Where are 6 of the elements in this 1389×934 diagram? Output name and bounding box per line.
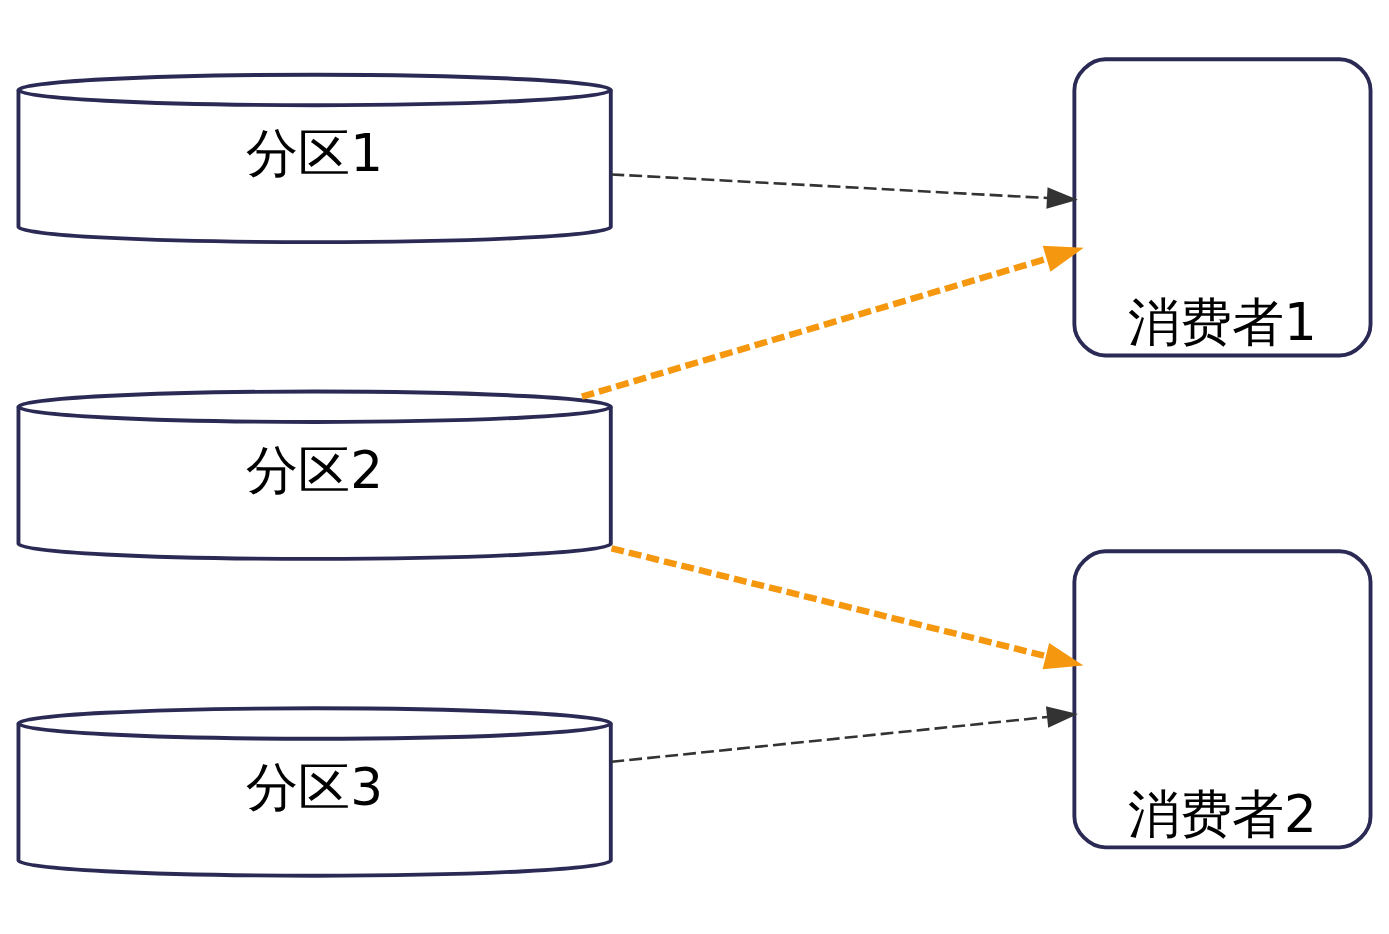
- node-box: 消费者2: [1072, 548, 1373, 849]
- arrow: [611, 705, 1078, 763]
- node-box: 消费者1: [1072, 56, 1373, 357]
- arrow: [581, 245, 1084, 400]
- arrow: [611, 172, 1078, 209]
- arrow: [610, 544, 1084, 669]
